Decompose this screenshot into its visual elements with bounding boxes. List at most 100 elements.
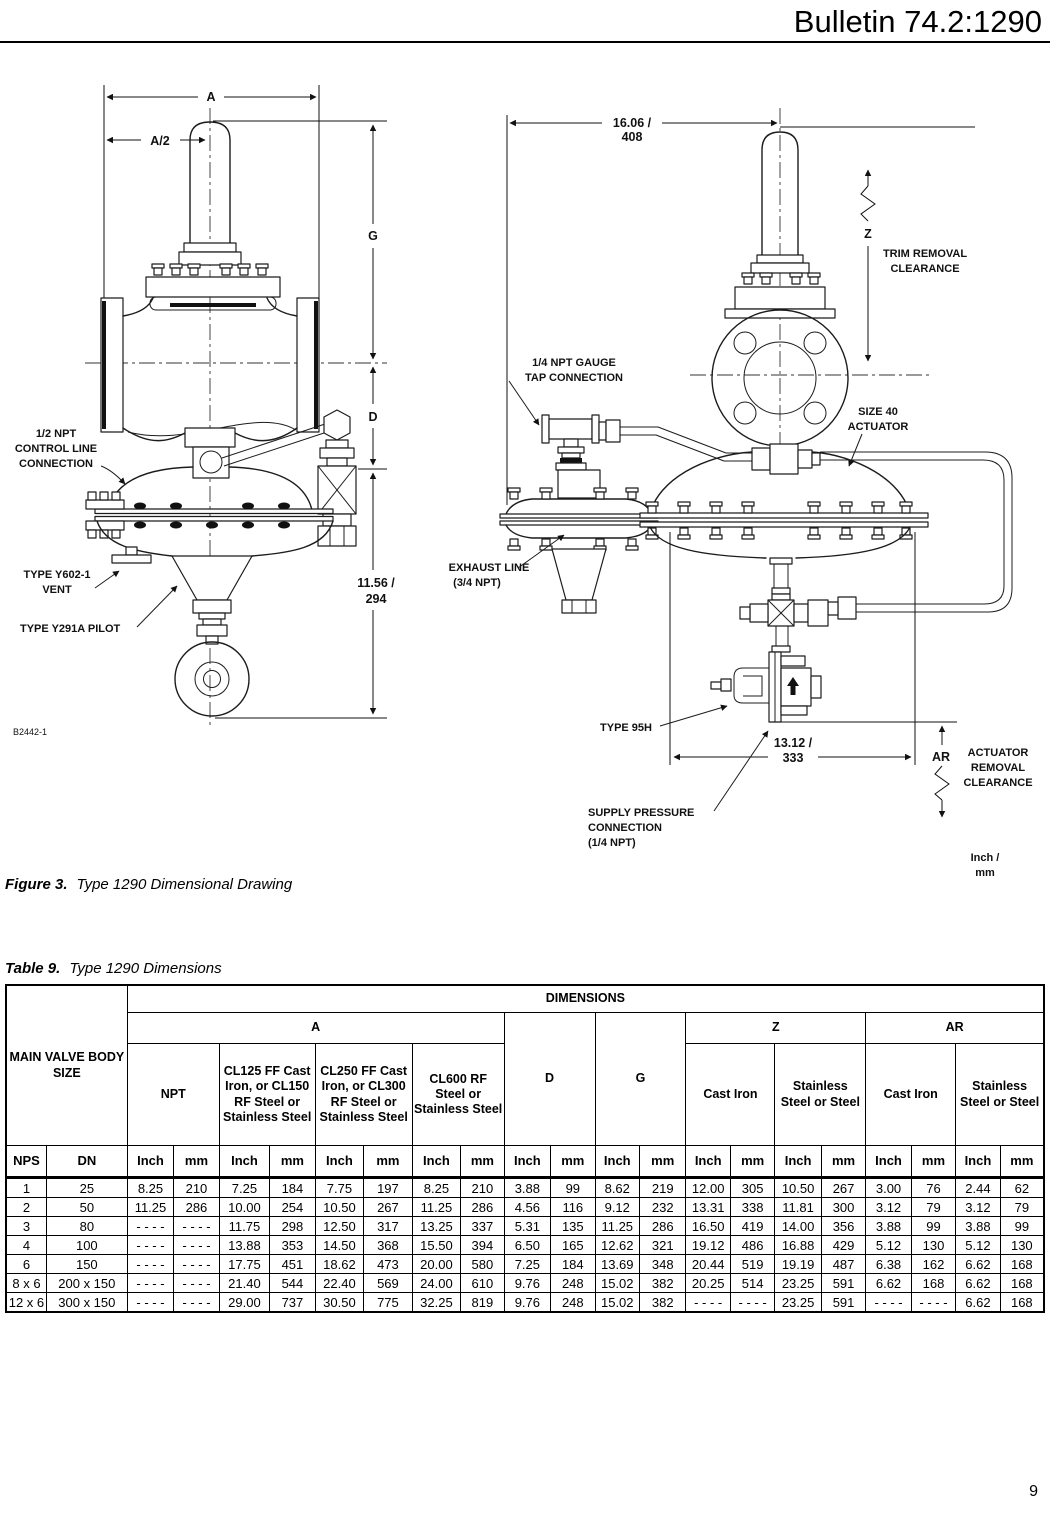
dimension-cell: 13.31 <box>685 1197 731 1217</box>
dimension-cell: 15.02 <box>594 1292 640 1313</box>
dimension-cell: 248 <box>550 1292 596 1313</box>
table-unit-row: NPS DN Inch mm Inch mm Inch mm Inch mm I… <box>5 1145 1045 1179</box>
exhaust-regulator <box>499 469 659 614</box>
dn-cell: 25 <box>45 1177 128 1198</box>
header-ar-cast-iron: Cast Iron <box>865 1043 957 1146</box>
header-cl600: CL600 RF Steel or Stainless Steel <box>411 1043 505 1146</box>
nps-cell: 8 x 6 <box>5 1273 47 1293</box>
nps-cell: 1 <box>5 1177 47 1198</box>
dim-width-mm: 408 <box>622 130 643 144</box>
dimension-cell: 24.00 <box>411 1273 462 1293</box>
dimension-cell: 337 <box>460 1216 505 1236</box>
actuator-clearance-2: REMOVAL <box>971 762 1025 774</box>
dimension-cell: 2.44 <box>955 1177 1001 1198</box>
units-note: Inch / mm <box>971 852 1000 879</box>
dimension-cell: 8.25 <box>126 1177 175 1198</box>
exhaust-label-2: (3/4 NPT) <box>453 577 501 589</box>
dim-z: Z <box>860 169 876 362</box>
header-z-stainless: Stainless Steel or Steel <box>774 1043 867 1146</box>
dimension-cell: 267 <box>820 1177 867 1198</box>
dimension-cell: - - - - <box>126 1273 175 1293</box>
dimension-cell: - - - - <box>126 1216 175 1236</box>
header-cl125: CL125 FF Cast Iron, or CL150 RF Steel or… <box>218 1043 316 1146</box>
figure-caption-label: Figure 3. <box>5 876 68 893</box>
dimension-cell: - - - - <box>126 1235 175 1255</box>
dimension-cell: 6.62 <box>955 1273 1001 1293</box>
vent-label-2: VENT <box>42 584 72 596</box>
dimension-cell: 197 <box>363 1177 413 1198</box>
dimension-cell: 15.02 <box>594 1273 640 1293</box>
type-95h-regulator <box>710 651 822 723</box>
dimension-cell: 135 <box>550 1216 596 1236</box>
figure-caption: Figure 3.Type 1290 Dimensional Drawing <box>5 876 292 893</box>
unit-inch: Inch <box>218 1145 271 1179</box>
dimension-cell: 130 <box>910 1235 957 1255</box>
dimension-cell: 168 <box>999 1273 1045 1293</box>
dimension-cell: 9.12 <box>594 1197 640 1217</box>
dn-cell: 50 <box>45 1197 128 1217</box>
dimension-cell: 737 <box>269 1292 316 1313</box>
dimension-cell: 382 <box>638 1292 687 1313</box>
dimension-cell: 10.50 <box>774 1177 822 1198</box>
right-bonnet-bolts <box>741 272 821 285</box>
supply-3: (1/4 NPT) <box>588 837 636 849</box>
units-1: Inch / <box>971 852 1000 864</box>
dimension-cell: 130 <box>999 1235 1045 1255</box>
dimension-cell: - - - - <box>729 1292 776 1313</box>
page-number: 9 <box>1029 1483 1038 1500</box>
dimension-cell: 11.75 <box>218 1216 271 1236</box>
trim-clearance-2: CLEARANCE <box>890 263 959 275</box>
dimension-cell: 10.50 <box>314 1197 365 1217</box>
unit-inch: Inch <box>411 1145 462 1179</box>
dimension-cell: 165 <box>550 1235 596 1255</box>
dimension-cell: 419 <box>729 1216 776 1236</box>
dimension-cell: 6.62 <box>955 1254 1001 1274</box>
dimension-cell: 23.25 <box>774 1292 822 1313</box>
dimension-cell: 14.00 <box>774 1216 822 1236</box>
dimension-cell: 298 <box>269 1216 316 1236</box>
dimension-cell: 286 <box>638 1216 687 1236</box>
dimension-cell: 76 <box>910 1177 957 1198</box>
actuator-clearance-1: ACTUATOR <box>968 747 1029 759</box>
dim-a-label: A <box>206 90 215 104</box>
unit-mm: mm <box>729 1145 776 1179</box>
dimension-cell: 13.69 <box>594 1254 640 1274</box>
dimension-cell: 286 <box>173 1197 220 1217</box>
unit-inch: Inch <box>503 1145 552 1179</box>
dim-ar: AR <box>932 725 950 818</box>
dimensions-table: MAIN VALVE BODY SIZE DIMENSIONS A D G Z … <box>5 984 1045 1313</box>
dimension-cell: 19.12 <box>685 1235 731 1255</box>
dimension-cell: 248 <box>550 1273 596 1293</box>
header-dn: DN <box>45 1145 128 1179</box>
vent-label: TYPE Y602-1 VENT <box>23 569 120 596</box>
gauge-tap-piping <box>541 414 752 471</box>
dimension-cell: 11.25 <box>126 1197 175 1217</box>
dimension-cell: 5.31 <box>503 1216 552 1236</box>
dimension-cell: 116 <box>550 1197 596 1217</box>
unit-inch: Inch <box>126 1145 175 1179</box>
dimension-cell: 9.76 <box>503 1292 552 1313</box>
dimension-cell: 338 <box>729 1197 776 1217</box>
dimension-cell: 99 <box>910 1216 957 1236</box>
vent-label-1: TYPE Y602-1 <box>23 569 90 581</box>
dimension-cell: 168 <box>999 1254 1045 1274</box>
dim-a-half-label: A/2 <box>150 134 170 148</box>
nps-cell: 6 <box>5 1254 47 1274</box>
dimension-cell: 473 <box>363 1254 413 1274</box>
header-main-valve-body-size: MAIN VALVE BODY SIZE <box>5 984 128 1146</box>
table-header-row-1: MAIN VALVE BODY SIZE DIMENSIONS <box>5 984 1045 1146</box>
control-line-label-3: CONNECTION <box>19 458 93 470</box>
dimension-cell: 8.25 <box>411 1177 462 1198</box>
gauge-tap-label: 1/4 NPT GAUGE TAP CONNECTION <box>508 357 623 426</box>
dimension-cell: 5.12 <box>955 1235 1001 1255</box>
header-npt: NPT <box>126 1043 220 1146</box>
dimension-cell: 232 <box>638 1197 687 1217</box>
exhaust-label-1: EXHAUST LINE <box>449 562 530 574</box>
dim-z-label: Z <box>864 227 872 241</box>
dimension-cell: 610 <box>460 1273 505 1293</box>
unit-inch: Inch <box>314 1145 365 1179</box>
dimension-cell: 544 <box>269 1273 316 1293</box>
dn-cell: 100 <box>45 1235 128 1255</box>
